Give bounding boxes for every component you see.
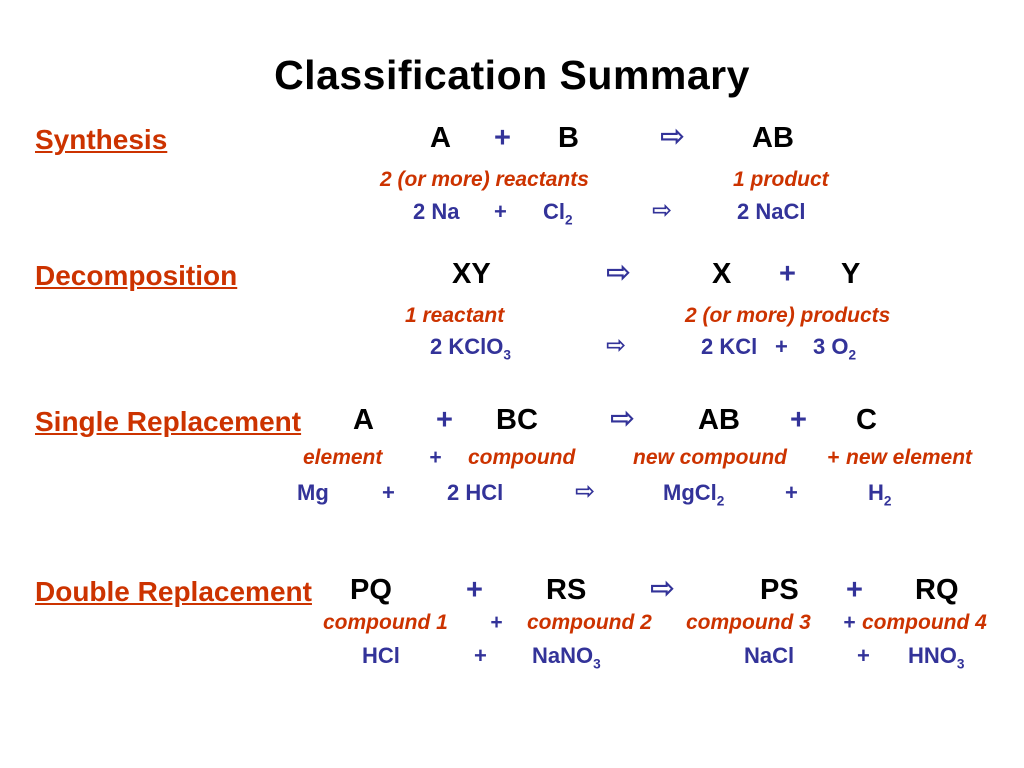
desc-compound-2: compound 2 <box>527 611 652 634</box>
general-term-bc: BC <box>496 404 538 436</box>
example-formula: NaNO3 <box>532 643 601 672</box>
plus-sign: + <box>474 643 487 668</box>
plus-sign: + <box>382 480 395 505</box>
general-term-ab: AB <box>698 404 740 436</box>
desc-new-element: new element <box>846 446 973 469</box>
page-title: Classification Summary <box>274 52 750 98</box>
formula-subscript: 3 <box>956 656 965 672</box>
plus-sign: + <box>857 643 870 668</box>
example-term: HCl <box>362 643 400 668</box>
section-label-single-replacement: Single Replacement <box>35 406 302 437</box>
right-arrow-icon: ⇨ <box>652 196 673 224</box>
plus-sign: + <box>466 574 483 606</box>
general-term-rq: RQ <box>915 574 959 606</box>
formula-text: HNO <box>908 643 957 668</box>
formula-subscript: 2 <box>565 212 573 228</box>
right-arrow-icon: ⇨ <box>610 401 636 436</box>
example-formula: HNO3 <box>908 643 965 672</box>
plus-sign: + <box>846 574 863 606</box>
example-formula: H2 <box>868 480 892 509</box>
plus-sign: + <box>436 404 453 436</box>
section-label-synthesis: Synthesis <box>35 124 168 155</box>
general-term-product: AB <box>752 122 794 154</box>
formula-subscript: 3 <box>593 656 601 672</box>
example-term: NaCl <box>744 643 795 668</box>
desc-reactants: 2 (or more) reactants <box>380 168 589 191</box>
general-term-c: C <box>856 404 877 436</box>
general-term-rs: RS <box>546 574 587 606</box>
plus-sign: + <box>494 122 511 154</box>
plus-sign: + <box>775 334 788 359</box>
example-formula: MgCl2 <box>663 480 725 509</box>
desc-compound-1: compound 1 <box>323 611 448 634</box>
desc-new-compound: new compound <box>633 446 787 469</box>
desc-compound: compound <box>468 446 576 469</box>
general-term-a: A <box>430 122 451 154</box>
right-arrow-icon: ⇨ <box>660 119 686 154</box>
plus-sign: + <box>429 446 442 469</box>
formula-text: H <box>868 480 884 505</box>
right-arrow-icon: ⇨ <box>606 255 632 290</box>
general-term-xy: XY <box>452 258 491 290</box>
formula-subscript: 2 <box>848 347 857 363</box>
plus-sign: + <box>790 404 807 436</box>
formula-text: 2 KClO <box>430 334 504 359</box>
example-formula: 3 O2 <box>813 334 857 363</box>
desc-product: 1 product <box>733 168 829 191</box>
formula-text: MgCl <box>663 480 717 505</box>
plus-sign: + <box>843 611 856 634</box>
general-term-b: B <box>558 122 579 154</box>
right-arrow-icon: ⇨ <box>606 331 627 359</box>
right-arrow-icon: ⇨ <box>575 477 596 505</box>
formula-subscript: 2 <box>716 493 725 509</box>
example-term: 2 Na <box>413 199 460 224</box>
example-formula: Cl2 <box>543 199 573 228</box>
example-term: 2 NaCl <box>737 199 806 224</box>
general-term-pq: PQ <box>350 574 392 606</box>
right-arrow-icon: ⇨ <box>650 571 676 606</box>
example-formula: 2 KClO3 <box>430 334 511 363</box>
formula-text: Cl <box>543 199 565 224</box>
formula-subscript: 3 <box>503 347 511 363</box>
general-term-y: Y <box>841 258 861 290</box>
section-label-decomposition: Decomposition <box>35 260 238 291</box>
plus-sign: + <box>490 611 503 634</box>
plus-sign: + <box>827 446 840 469</box>
desc-products: 2 (or more) products <box>685 304 891 327</box>
desc-element: element <box>303 446 383 469</box>
example-term: Mg <box>297 480 329 505</box>
desc-compound-3: compound 3 <box>686 611 811 634</box>
desc-reactant: 1 reactant <box>405 304 505 327</box>
example-term: 2 KCl <box>701 334 758 359</box>
desc-compound-4: compound 4 <box>862 611 987 634</box>
formula-subscript: 2 <box>883 493 892 509</box>
general-term-x: X <box>712 258 732 290</box>
example-term: 2 HCl <box>447 480 504 505</box>
plus-sign: + <box>785 480 798 505</box>
plus-sign: + <box>779 258 796 290</box>
general-term-a: A <box>353 404 374 436</box>
general-term-ps: PS <box>760 574 799 606</box>
section-label-double-replacement: Double Replacement <box>35 576 312 607</box>
plus-sign: + <box>494 199 507 224</box>
formula-text: 3 O <box>813 334 849 359</box>
formula-text: NaNO <box>532 643 594 668</box>
